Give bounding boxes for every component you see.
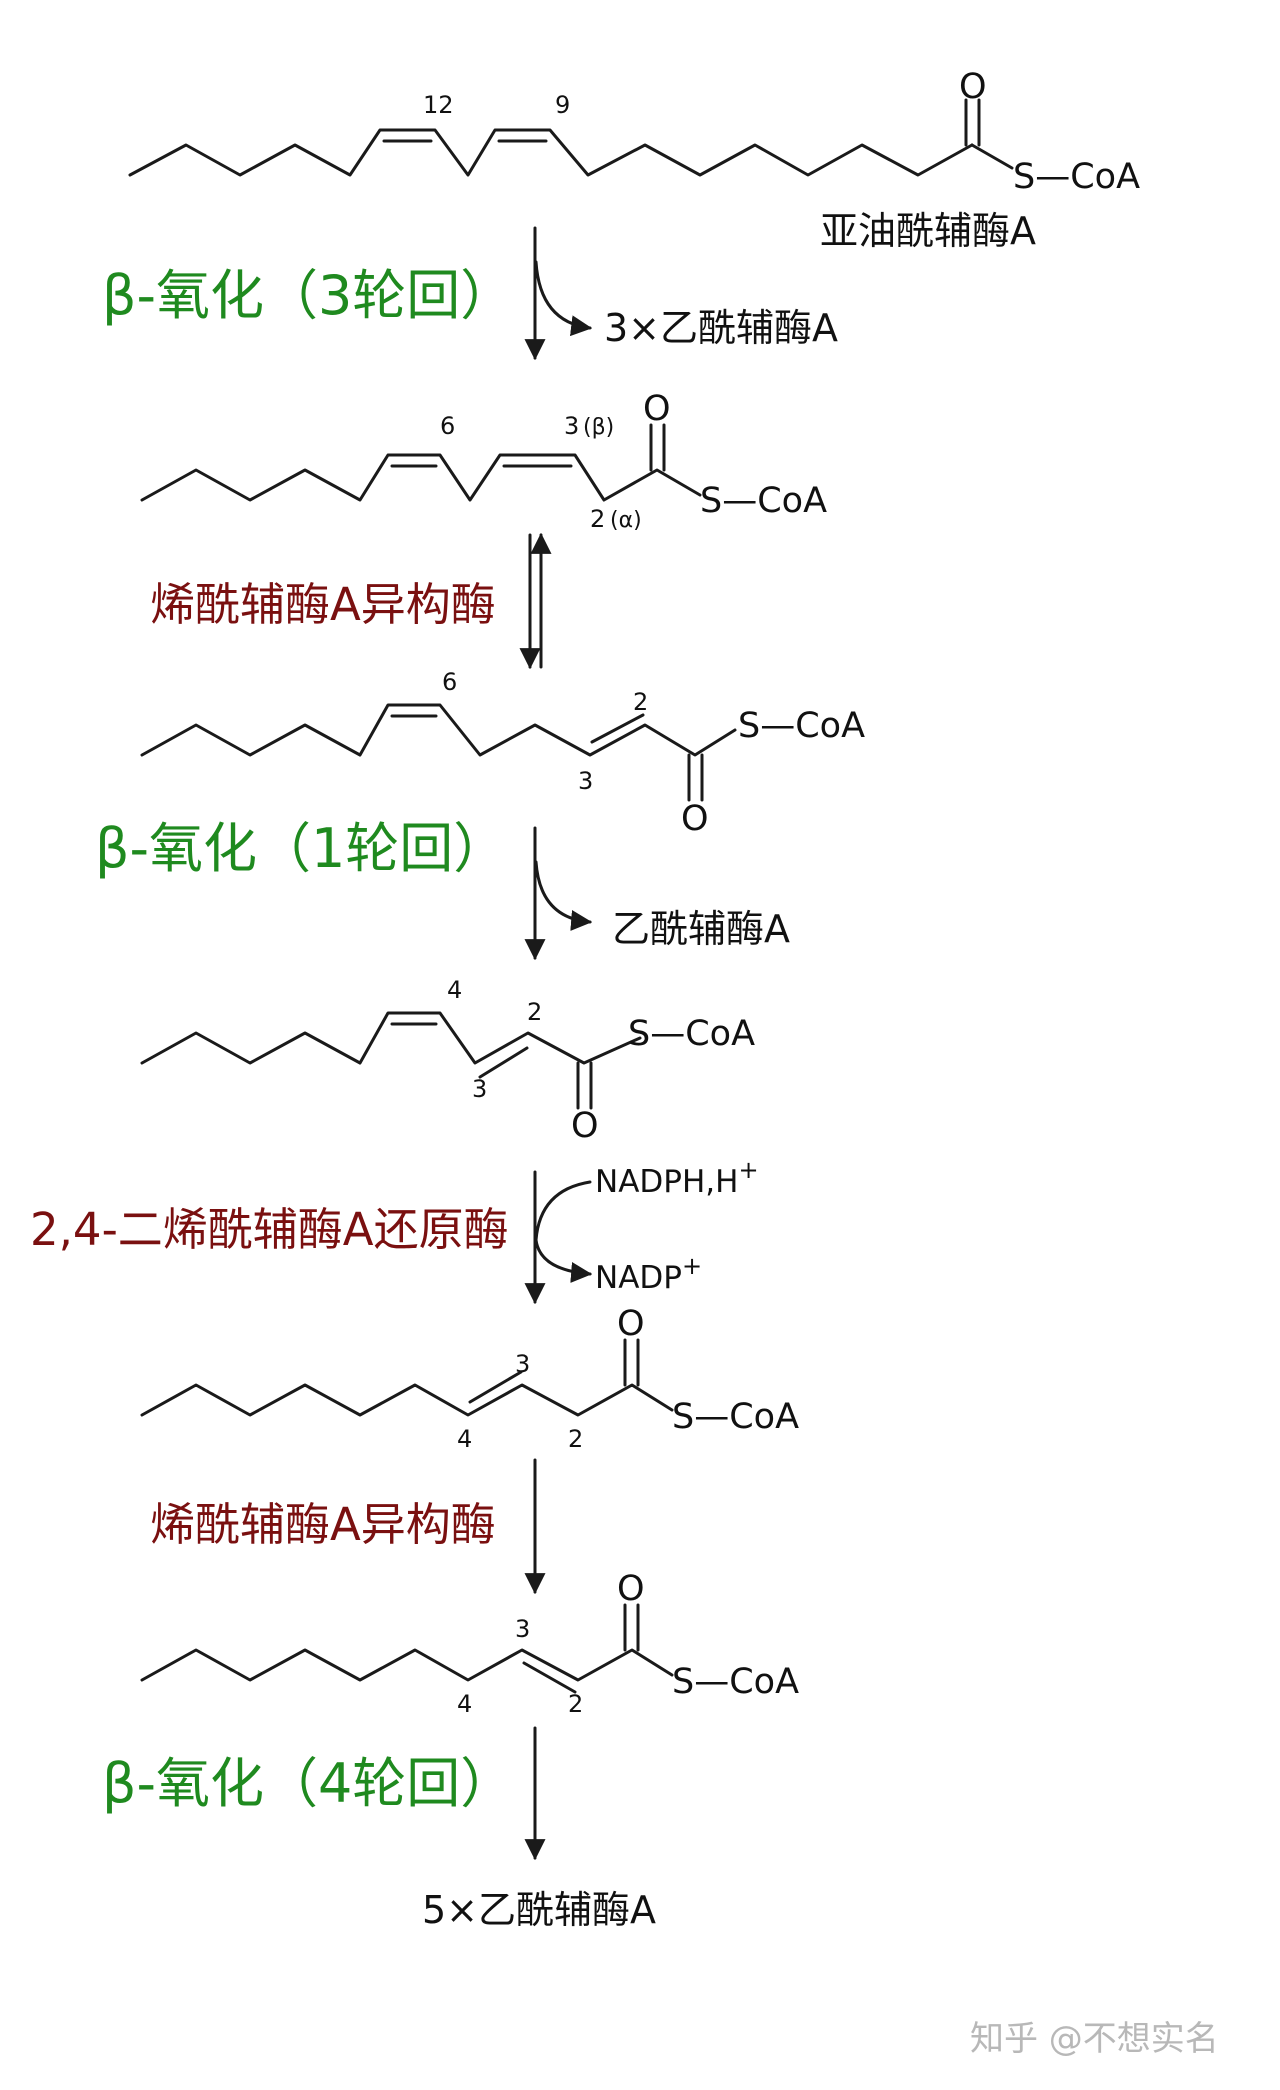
intermediate-cis3-cis6: O S—CoA 6 3 (β) 2 (α) xyxy=(140,389,827,533)
enzyme-label: 2,4-二烯酰辅酶A还原酶 xyxy=(30,1203,509,1256)
carbonyl-oxygen: O xyxy=(617,1304,645,1344)
carbon-number-2: 2 xyxy=(568,1690,583,1718)
byproduct-label: 3×乙酰辅酶A xyxy=(604,306,838,350)
carbon-number-2: 2 xyxy=(633,688,648,716)
enzyme-label: 烯酰辅酶A异构酶 xyxy=(150,1498,496,1551)
carbon-number-4: 4 xyxy=(457,1425,472,1453)
cofactor-in: NADPH,H+ xyxy=(595,1156,759,1200)
carbonyl-oxygen: O xyxy=(959,67,987,107)
carbon-number-6: 6 xyxy=(442,668,457,696)
carbon-number-4: 4 xyxy=(447,976,462,1004)
beta-label: (β) xyxy=(583,415,614,440)
alpha-label: (α) xyxy=(610,508,642,533)
intermediate-trans3: O S—CoA 3 4 2 xyxy=(140,1304,799,1453)
intermediate-trans2-cis6: O S—CoA 6 2 3 xyxy=(140,668,865,839)
carbonyl-oxygen: O xyxy=(617,1569,645,1609)
carbonyl-oxygen: O xyxy=(571,1106,599,1146)
s-coa-label: S—CoA xyxy=(1013,157,1140,197)
enzyme-label: β-氧化（4轮回） xyxy=(102,1752,514,1815)
carbon-number-3: 3 xyxy=(515,1350,530,1378)
carbon-number-12: 12 xyxy=(423,91,454,119)
s-coa-label: S—CoA xyxy=(700,481,827,521)
carbon-number-2: 2 xyxy=(590,505,605,533)
s-coa-label: S—CoA xyxy=(672,1662,799,1702)
intermediate-trans2: O S—CoA 3 4 2 xyxy=(140,1569,799,1718)
step-isomerase-1: 烯酰辅酶A异构酶 xyxy=(150,532,552,670)
s-coa-label: S—CoA xyxy=(628,1014,755,1054)
step-beta-oxidation-4: β-氧化（4轮回） xyxy=(102,1726,546,1861)
intermediate-trans2-cis4: O S—CoA 4 2 3 xyxy=(140,976,755,1146)
step-beta-oxidation-3: β-氧化（3轮回） 3×乙酰辅酶A xyxy=(102,226,838,361)
carbon-number-9: 9 xyxy=(555,91,570,119)
s-coa-label: S—CoA xyxy=(672,1397,799,1437)
carbonyl-oxygen: O xyxy=(643,389,671,429)
enzyme-label: 烯酰辅酶A异构酶 xyxy=(150,578,496,631)
carbonyl-oxygen: O xyxy=(681,799,709,839)
carbon-number-6: 6 xyxy=(440,412,455,440)
carbon-number-3: 3 xyxy=(578,767,593,795)
linoleoyl-coa-structure: O S—CoA 12 9 亚油酰辅酶A xyxy=(128,67,1140,253)
molecule-name: 亚油酰辅酶A xyxy=(820,209,1036,253)
carbon-number-3: 3 xyxy=(472,1075,487,1103)
carbon-number-3: 3 xyxy=(515,1615,530,1643)
s-coa-label: S—CoA xyxy=(738,706,865,746)
step-dienoyl-reductase: 2,4-二烯酰辅酶A还原酶 NADPH,H+ NADP+ xyxy=(30,1156,759,1305)
byproduct-label: 乙酰辅酶A xyxy=(612,907,790,951)
carbon-number-2: 2 xyxy=(568,1425,583,1453)
carbon-number-2: 2 xyxy=(527,998,542,1026)
cofactor-out: NADP+ xyxy=(595,1252,702,1296)
enzyme-label: β-氧化（3轮回） xyxy=(102,264,514,327)
step-beta-oxidation-1: β-氧化（1轮回） 乙酰辅酶A xyxy=(95,817,790,961)
step-isomerase-2: 烯酰辅酶A异构酶 xyxy=(150,1458,546,1595)
carbon-number-3: 3 xyxy=(564,412,579,440)
carbon-number-4: 4 xyxy=(457,1690,472,1718)
enzyme-label: β-氧化（1轮回） xyxy=(95,817,507,880)
final-product-label: 5×乙酰辅酶A xyxy=(422,1888,656,1932)
watermark: 知乎 @不想实名 xyxy=(970,2019,1219,2059)
